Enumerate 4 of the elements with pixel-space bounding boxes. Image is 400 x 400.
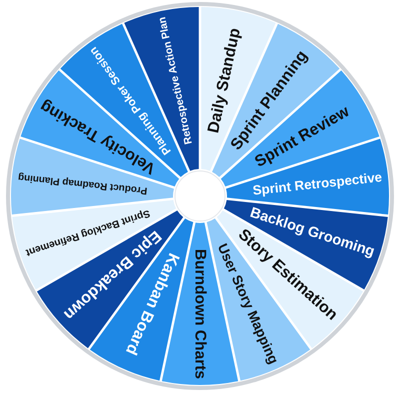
segment-label: Burndown Charts xyxy=(192,248,208,380)
hub-circle xyxy=(174,170,226,222)
segment-label: Sprint Retrospective xyxy=(252,169,383,198)
segment-label: Product Roadmap Planning xyxy=(17,171,148,196)
